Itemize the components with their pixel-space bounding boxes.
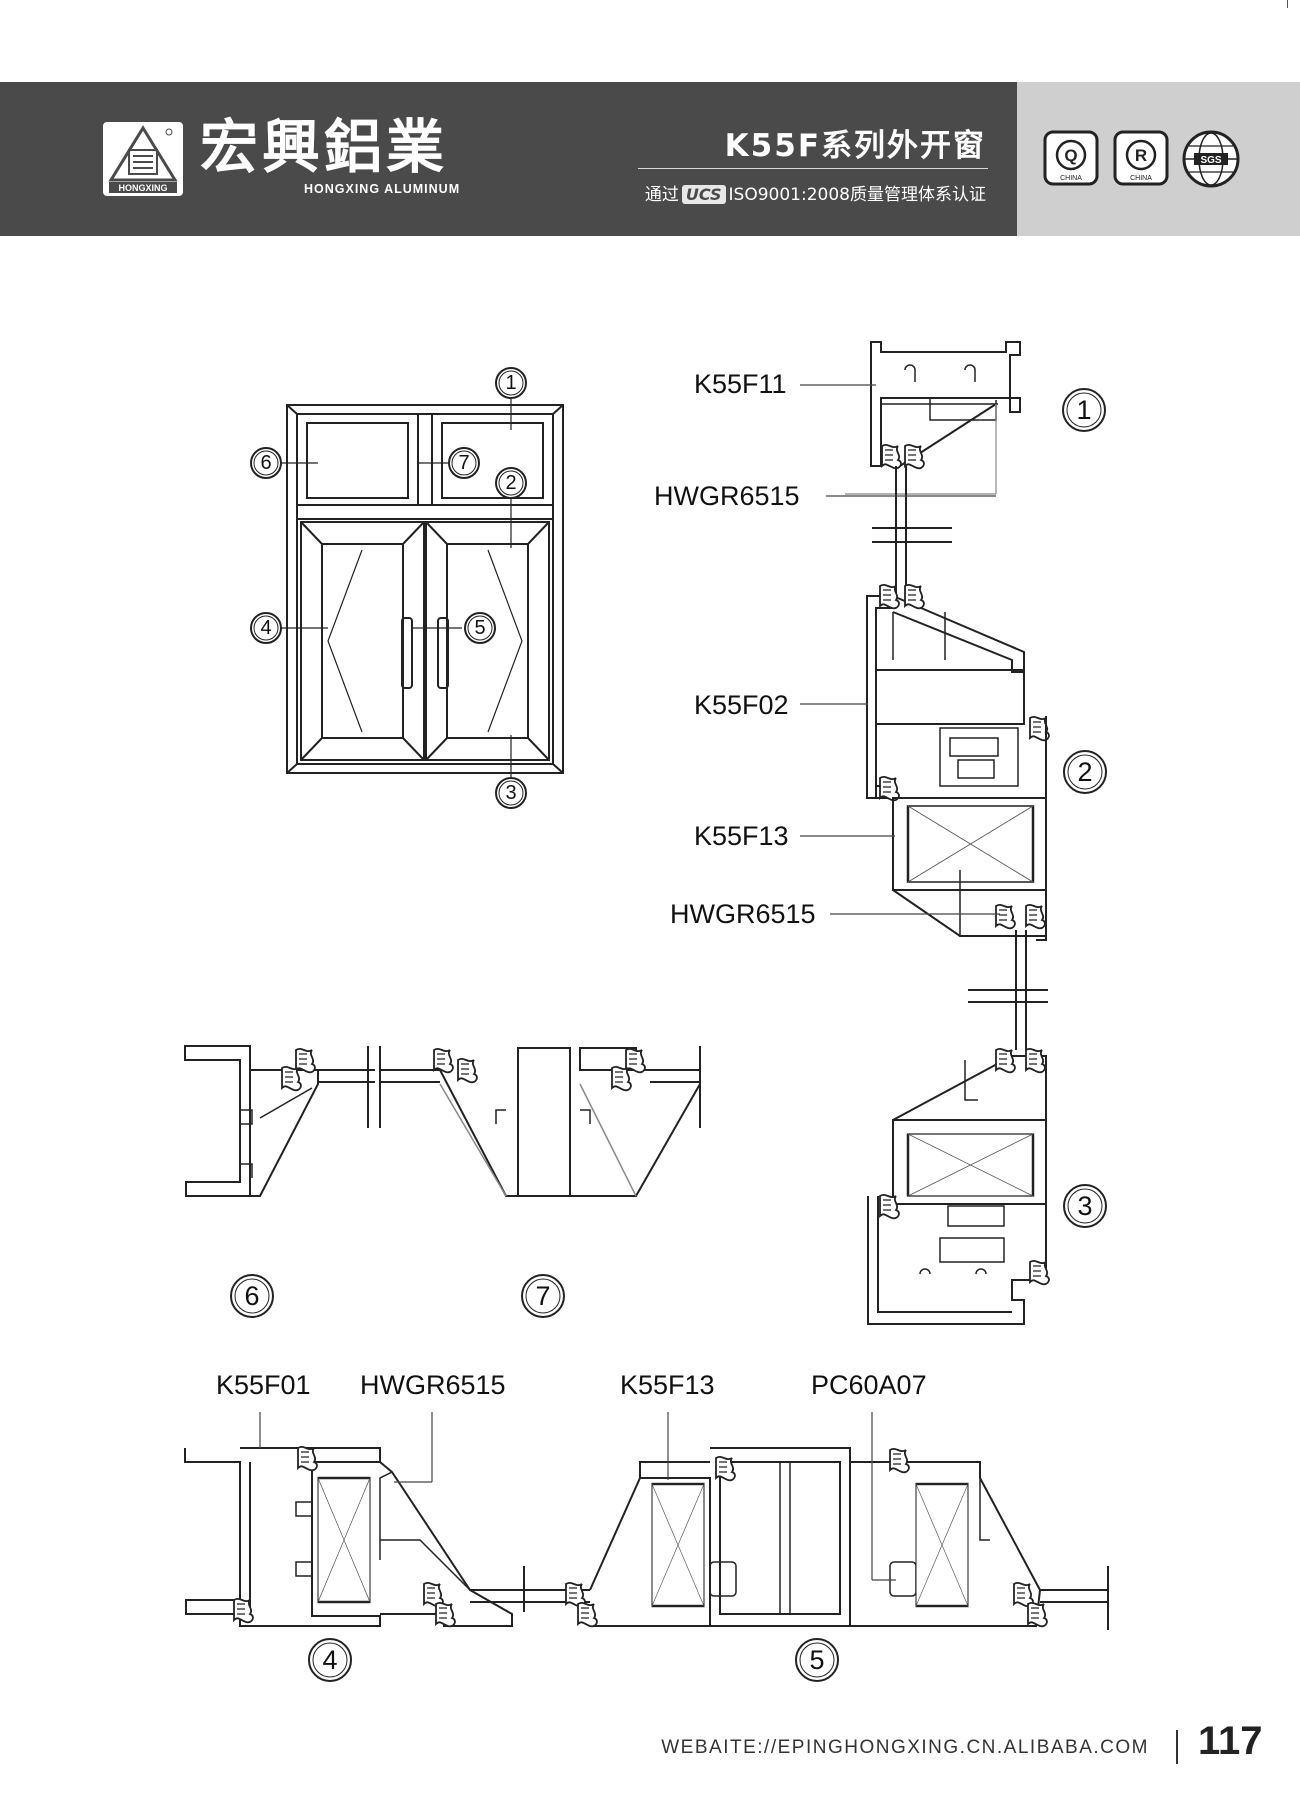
page-corner-mark bbox=[1287, 0, 1288, 8]
brand-name: 宏興鋁業 bbox=[200, 113, 449, 181]
svg-text:1: 1 bbox=[505, 372, 516, 394]
label-hwgr6515-upper: HWGR6515 bbox=[654, 481, 800, 511]
logo-text: HONGXING bbox=[118, 183, 167, 193]
vertical-section bbox=[845, 341, 1050, 1325]
sgs-globe-icon: SGS bbox=[1182, 130, 1240, 188]
svg-text:6: 6 bbox=[244, 1281, 259, 1311]
label-k55f13-horizontal: K55F13 bbox=[620, 1370, 715, 1400]
hongxing-logo-icon: HONGXING bbox=[103, 122, 183, 196]
footer-divider bbox=[1176, 1730, 1178, 1764]
section-6-profile bbox=[184, 1045, 381, 1197]
callout-5-section: 5 bbox=[795, 1638, 839, 1682]
q-certification-icon: Q CHINA bbox=[1043, 130, 1099, 186]
svg-text:7: 7 bbox=[535, 1281, 550, 1311]
cert-q-sub: CHINA bbox=[1060, 175, 1082, 182]
header-divider bbox=[638, 168, 988, 169]
callout-6-section: 6 bbox=[230, 1274, 274, 1318]
svg-text:6: 6 bbox=[260, 452, 271, 474]
iso-prefix: 通过 bbox=[644, 185, 679, 205]
window-elevation bbox=[286, 404, 564, 774]
svg-text:1: 1 bbox=[1076, 395, 1091, 425]
callout-7-section: 7 bbox=[521, 1274, 565, 1318]
callout-4-elevation: 4 bbox=[250, 612, 282, 644]
cert-r-sub: CHINA bbox=[1130, 175, 1152, 182]
label-pc60a07: PC60A07 bbox=[811, 1370, 927, 1400]
cert-r-letter: R bbox=[1135, 146, 1147, 165]
section-7-profile bbox=[380, 1046, 701, 1197]
ucs-badge: UCS bbox=[681, 185, 726, 204]
section-5-profile bbox=[530, 1447, 1109, 1630]
iso-suffix: ISO9001:2008质量管理体系认证 bbox=[728, 185, 986, 205]
callout-6-elevation: 6 bbox=[250, 447, 282, 479]
callout-4-section: 4 bbox=[308, 1638, 352, 1682]
label-k55f11: K55F11 bbox=[694, 369, 787, 399]
svg-text:5: 5 bbox=[809, 1645, 824, 1675]
callout-3-section: 3 bbox=[1063, 1184, 1107, 1228]
svg-text:2: 2 bbox=[1077, 757, 1092, 787]
svg-text:4: 4 bbox=[322, 1645, 337, 1675]
svg-text:4: 4 bbox=[260, 617, 271, 639]
cert-q-letter: Q bbox=[1064, 146, 1077, 165]
callout-1-section: 1 bbox=[1062, 388, 1106, 432]
vertical-section-leaders bbox=[800, 384, 1000, 915]
label-hwgr6515-lower: HWGR6515 bbox=[670, 899, 816, 929]
callout-7-elevation: 7 bbox=[448, 447, 480, 479]
label-k55f02: K55F02 bbox=[694, 690, 789, 720]
page-number: 117 bbox=[1198, 1719, 1263, 1763]
svg-text:3: 3 bbox=[505, 782, 516, 804]
label-hwgr6515-horizontal: HWGR6515 bbox=[360, 1370, 506, 1400]
footer-website: WEBAITE://EPINGHONGXING.CN.ALIBABA.COM bbox=[661, 1737, 1149, 1758]
brand-english: HONGXING ALUMINUM bbox=[304, 182, 461, 196]
horizontal-section-leaders bbox=[259, 1412, 896, 1581]
callout-5-elevation: 5 bbox=[464, 612, 496, 644]
cert-sgs-text: SGS bbox=[1200, 155, 1221, 166]
callout-3-elevation: 3 bbox=[495, 777, 527, 809]
section-4-profile bbox=[184, 1445, 560, 1628]
callout-2-elevation: 2 bbox=[495, 467, 527, 499]
label-k55f01: K55F01 bbox=[216, 1370, 311, 1400]
series-title: K55F系列外开窗 bbox=[724, 128, 986, 164]
svg-text:2: 2 bbox=[505, 472, 516, 494]
elevation-callouts bbox=[282, 399, 512, 780]
svg-text:7: 7 bbox=[458, 452, 469, 474]
callout-1-elevation: 1 bbox=[495, 367, 527, 399]
svg-text:5: 5 bbox=[474, 617, 485, 639]
callout-2-section: 2 bbox=[1063, 750, 1107, 794]
svg-text:3: 3 bbox=[1077, 1191, 1092, 1221]
label-k55f13-vertical: K55F13 bbox=[694, 821, 789, 851]
r-certification-icon: R CHINA bbox=[1113, 130, 1169, 186]
